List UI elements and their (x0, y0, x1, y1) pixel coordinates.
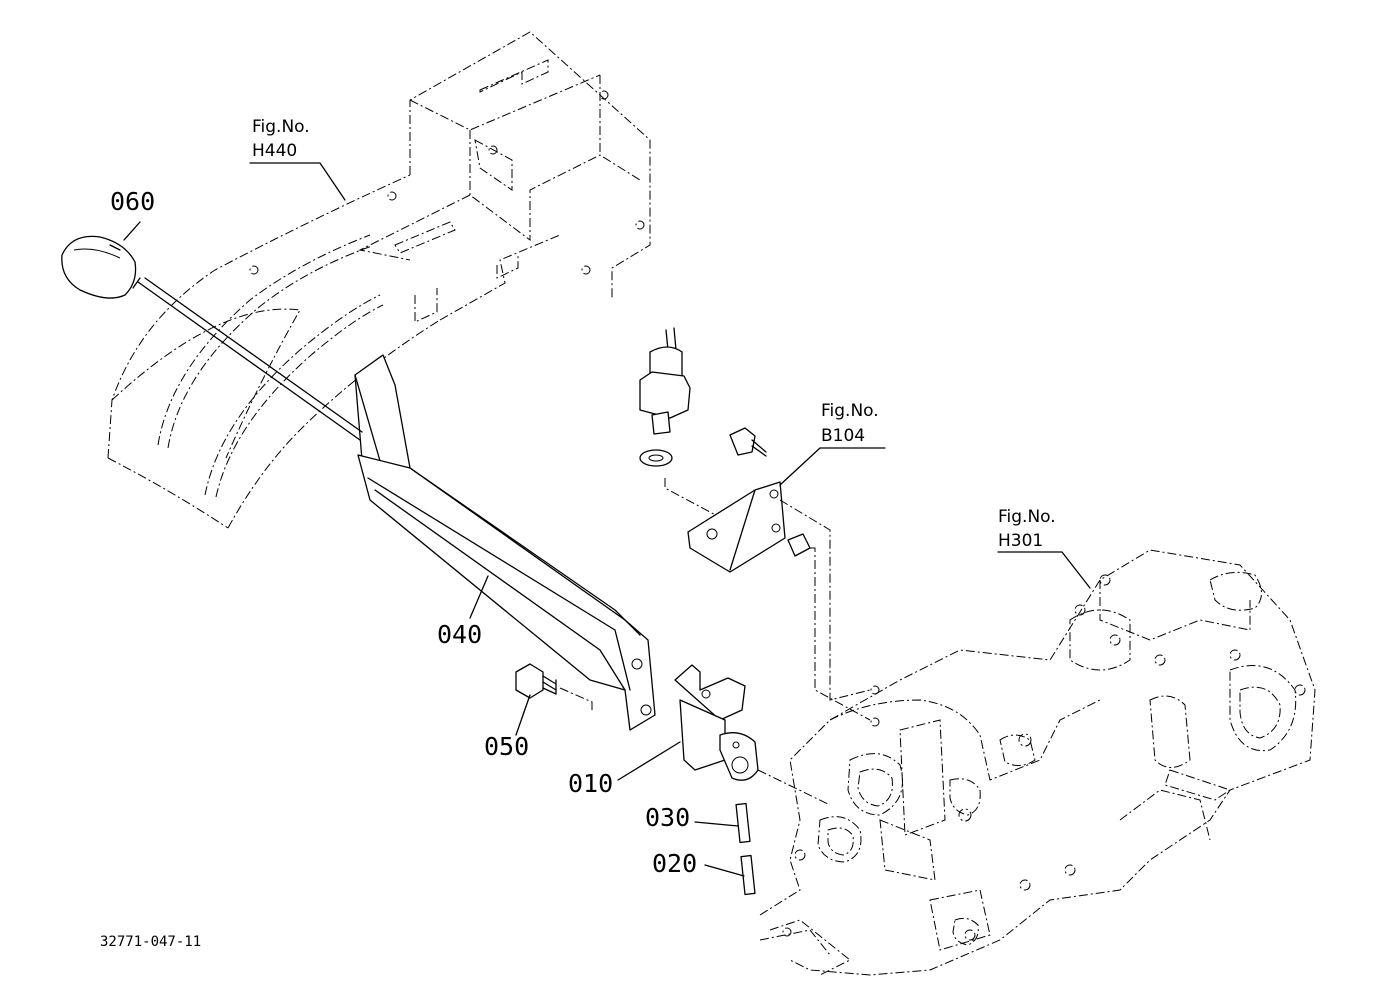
pin-part-020 (740, 854, 756, 896)
part-number-020: 020 (652, 849, 697, 878)
part-number-060: 060 (110, 187, 155, 216)
lever-part-040 (132, 277, 656, 731)
bolt-part-050 (515, 663, 593, 712)
bracket-part-010 (674, 664, 831, 806)
part-number-050: 050 (484, 732, 529, 761)
figure-ref-h301: Fig.No. H301 (998, 507, 1056, 551)
part-number-030: 030 (645, 803, 690, 832)
pin-part-030 (735, 802, 751, 844)
figure-ref-h301-line1: Fig.No. (998, 507, 1056, 527)
part-number-010: 010 (568, 769, 613, 798)
housing-assembly (759, 549, 1316, 976)
figure-ref-h440-line2: H440 (252, 141, 297, 161)
figure-ref-b104-line2: B104 (821, 426, 865, 446)
figure-ref-h440-line1: Fig.No. (252, 117, 310, 137)
leader-lines (109, 162, 1091, 877)
figure-ref-h301-line2: H301 (998, 531, 1043, 551)
figure-ref-h440: Fig.No. H440 (252, 117, 310, 161)
part-number-040: 040 (437, 620, 482, 649)
figure-ref-b104: Fig.No. B104 (821, 401, 879, 446)
knob-part-060 (61, 235, 137, 299)
guide-plate-assembly (107, 31, 651, 529)
switch-assembly (639, 327, 871, 721)
drawing-code: 32771-047-11 (100, 934, 201, 950)
figure-ref-b104-line1: Fig.No. (821, 401, 879, 421)
